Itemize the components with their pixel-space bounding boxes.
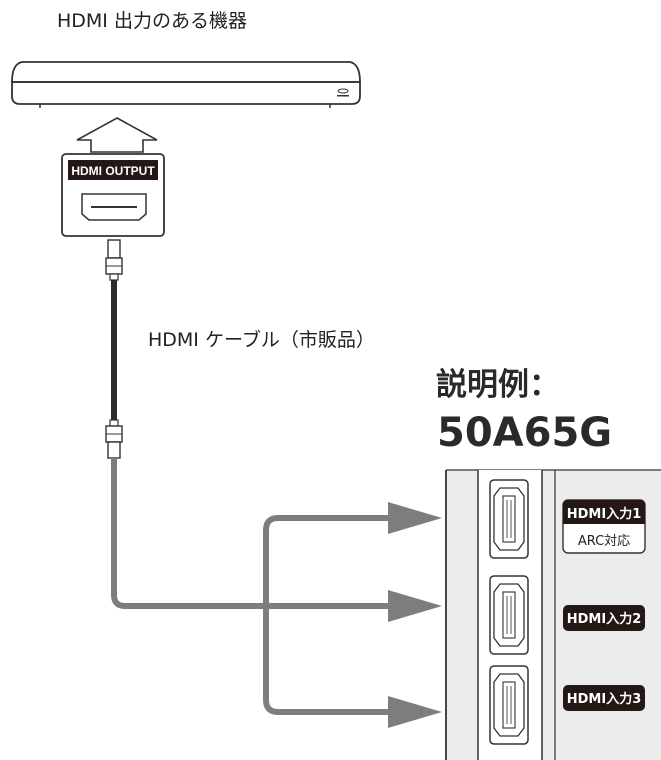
connection-route [111, 458, 398, 715]
arrow-to-hdmi3-icon [388, 696, 442, 728]
hdmi-input-port-2 [489, 575, 529, 655]
example-model: 50A65G [437, 410, 613, 456]
hdmi-input-port-3 [489, 665, 529, 745]
cable-plug-top [105, 239, 123, 281]
hdmi-output-port: HDMI OUTPUT [61, 153, 165, 237]
output-arrow-icon [76, 117, 158, 153]
hdmi3-label: HDMI入力3 [567, 691, 642, 707]
hdmi2-label-box: HDMI入力2 [563, 605, 645, 631]
cable-plug-bottom [105, 419, 123, 459]
hdmi1-label: HDMI入力1 [567, 506, 642, 522]
arrow-to-hdmi2-icon [388, 590, 442, 622]
disc-logo-icon [337, 88, 349, 97]
device-label: HDMI 出力のある機器 [57, 10, 247, 32]
source-device [11, 61, 361, 108]
hdmi1-label-box: HDMI入力1 ARC対応 [562, 499, 646, 554]
hdmi-cable [105, 239, 123, 459]
hdmi-input-port-1 [489, 479, 529, 559]
hdmi2-label: HDMI入力2 [567, 611, 642, 627]
arrow-to-hdmi1-icon [388, 502, 442, 534]
example-title: 説明例： [436, 367, 560, 403]
hdmi3-label-box: HDMI入力3 [563, 685, 645, 711]
hdmi-output-label: HDMI OUTPUT [71, 164, 155, 178]
cable-label: HDMI ケーブル（市販品） [148, 329, 375, 351]
hdmi1-arc-label: ARC対応 [578, 534, 630, 549]
